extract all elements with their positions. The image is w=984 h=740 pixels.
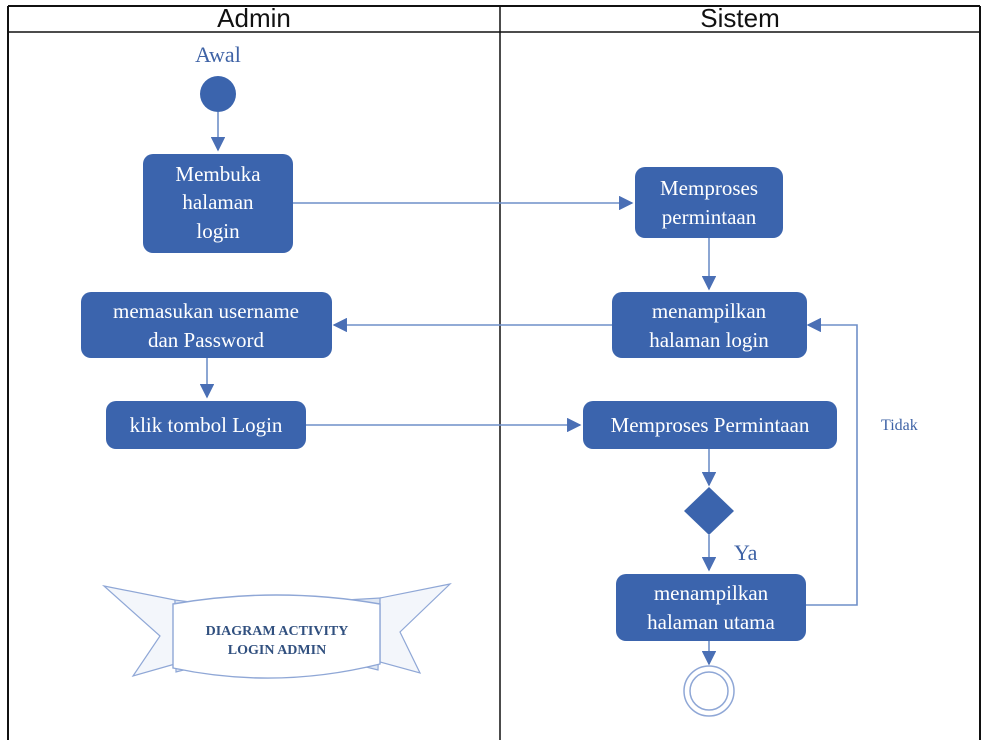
node-show-login-line-2: halaman login: [649, 328, 769, 352]
end-node: [683, 665, 735, 717]
node-enter-credentials-line-1: memasukan username: [113, 299, 299, 323]
node-show-login-line-1: menampilkan: [652, 299, 767, 323]
node-show-login: menampilkan halaman login: [612, 292, 807, 358]
lane-title-sistem: Sistem: [700, 3, 779, 33]
node-process-request-1-line-2: permintaan: [662, 205, 757, 229]
node-open-login-line-3: login: [196, 219, 240, 243]
node-process-request-2-line-1: Memproses Permintaan: [611, 413, 810, 437]
node-process-request-2: Memproses Permintaan: [583, 401, 837, 449]
node-show-main-line-1: menampilkan: [654, 581, 769, 605]
node-open-login-line-2: halaman: [182, 190, 254, 214]
node-show-main-line-2: halaman utama: [647, 610, 775, 634]
start-node: [200, 76, 236, 112]
node-show-main: menampilkan halaman utama: [616, 574, 806, 641]
edges: [199, 112, 858, 666]
node-open-login: Membuka halaman login: [143, 154, 293, 253]
node-process-request-1: Memproses permintaan: [635, 167, 783, 238]
start-label: Awal: [195, 42, 241, 67]
lane-title-admin: Admin: [217, 3, 291, 33]
node-open-login-line-1: Membuka: [175, 162, 261, 186]
diagram-title-banner: DIAGRAM ACTIVITY LOGIN ADMIN: [101, 583, 452, 679]
node-enter-credentials: memasukan username dan Password: [81, 292, 332, 358]
swimlane-frame: [7, 5, 981, 740]
node-click-login: klik tombol Login: [106, 401, 306, 449]
node-enter-credentials-line-2: dan Password: [148, 328, 265, 352]
banner-line-1: DIAGRAM ACTIVITY: [206, 624, 349, 639]
banner-line-2: LOGIN ADMIN: [228, 643, 326, 658]
decision-node: [684, 487, 734, 535]
edge-main-loop-back: [806, 317, 858, 606]
decision-no-label: Tidak: [881, 417, 918, 434]
node-click-login-line-1: klik tombol Login: [130, 413, 283, 437]
node-process-request-1-line-1: Memproses: [660, 176, 758, 200]
decision-yes-label: Ya: [734, 540, 758, 565]
